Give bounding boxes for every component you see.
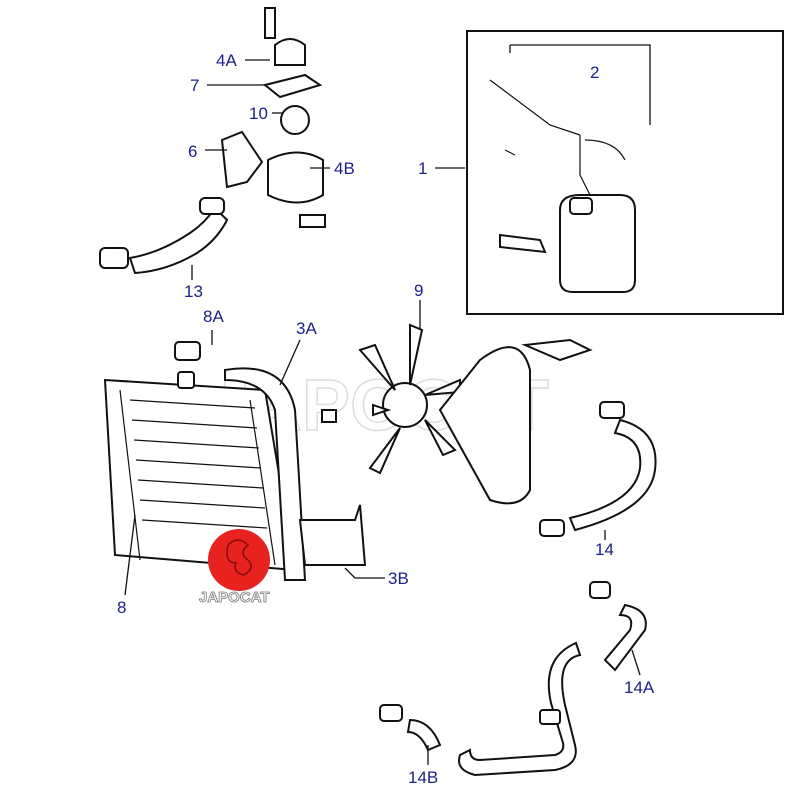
callout-7: 7 [190, 76, 199, 95]
callout-13: 13 [184, 282, 203, 301]
callout-4B: 4B [334, 159, 355, 178]
callout-8: 8 [117, 598, 126, 617]
thermostat-housing-part [99, 7, 326, 275]
callout-9: 9 [414, 281, 423, 300]
inset-frame [466, 30, 784, 315]
hose-14A-part [589, 581, 647, 672]
logo-text: JAPOCAT [199, 589, 270, 606]
leader-3A [279, 339, 301, 386]
callout-6: 6 [188, 142, 197, 161]
callout-14: 14 [595, 540, 614, 559]
hose-14-part [539, 401, 657, 537]
reservoir-tank-part [489, 79, 636, 293]
callout-14A: 14A [624, 678, 655, 697]
leader-8 [124, 514, 136, 596]
japocat-logo: JAPOCAT [199, 529, 270, 606]
leader-14A [631, 649, 641, 676]
callout-10: 10 [249, 104, 268, 123]
hose-14B-part [379, 641, 582, 777]
callout-8A: 8A [203, 307, 224, 326]
leader-3B [344, 567, 385, 579]
leader-2 [509, 44, 651, 125]
callout-4A: 4A [216, 51, 237, 70]
callout-3B: 3B [388, 569, 409, 588]
callout-3A: 3A [296, 319, 317, 338]
fan-part [321, 323, 593, 505]
callout-1: 1 [418, 159, 427, 178]
callout-14B: 14B [408, 768, 438, 787]
callout-2: 2 [590, 63, 599, 82]
radiator-part [103, 341, 367, 581]
